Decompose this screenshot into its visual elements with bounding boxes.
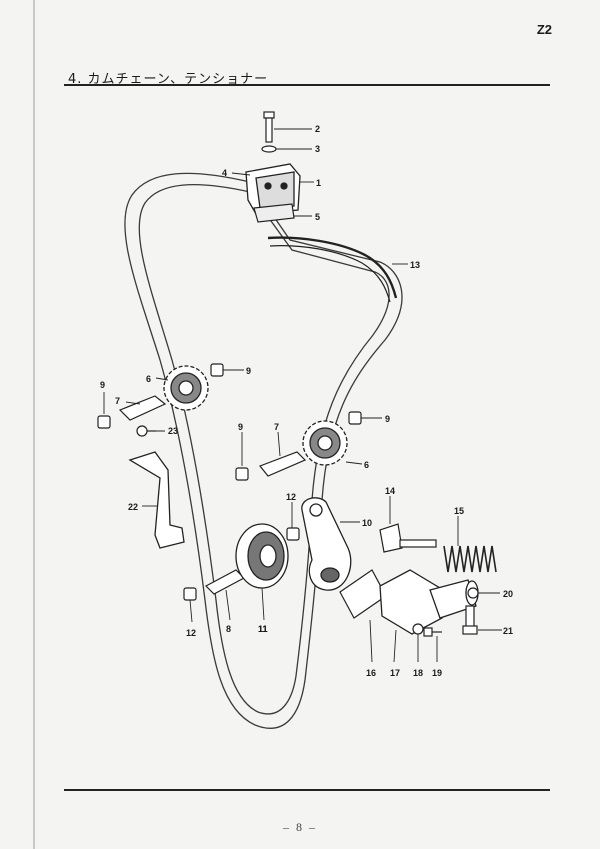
chain-guide-1 [245,163,301,215]
section-title: 4. カムチェーン、テンショナー [68,72,269,87]
callout-spring-15: 15 [454,506,464,516]
footer-rule [64,789,550,791]
page-code: Z2 [536,22,552,37]
header-rule [64,84,550,86]
damper-blocks [97,363,362,601]
callout-gasket-16: 16 [366,668,376,678]
leader-lines [103,128,502,663]
callout-damper-block-9: 9 [100,380,105,390]
push-rod-14 [379,523,437,553]
washer-18 [412,623,424,635]
callout-tensioner-arm-10: 10 [362,518,372,528]
chain-loop [124,172,403,729]
callout-guide-plate-5: 5 [315,212,320,222]
callout-damper-block-12: 12 [286,492,296,502]
callout-chain-guide-bracket-4: 4 [222,168,227,178]
callout-washer-3: 3 [315,144,320,154]
callout-bolt-2: 2 [315,124,320,134]
callout-washer-18: 18 [413,668,423,678]
callout-push-rod-14: 14 [385,486,395,496]
guide-bracket-22 [128,451,185,549]
tensioner-arm-10 [301,497,352,591]
callout-tensioner-body-17: 17 [390,668,400,678]
callout-damper-block-9: 9 [238,422,243,432]
cam-chain-13 [267,236,398,303]
page-number: – 8 – [283,820,317,834]
callout-chain-guide-shoe-7: 7 [274,422,279,432]
page-binding-line [33,0,35,849]
guide-plate-5 [253,203,295,223]
cam-sprocket-lower [302,420,348,466]
callout-cam-sprocket-6: 6 [364,460,369,470]
callout-lock-bolt-21: 21 [503,626,513,636]
callout-guide-bracket-22: 22 [128,502,138,512]
callout-damper-block-9: 9 [385,414,390,424]
callout-guide-shoe-8: 8 [226,624,231,634]
bolt-2 [263,111,275,143]
callout-idler-wheel-11: 11 [258,624,268,634]
callout-cam-chain-13: 13 [410,260,420,270]
callout-damper-block-9: 9 [246,366,251,376]
callout-cam-sprocket-6: 6 [146,374,151,384]
callout-chain-guide-1: 1 [316,178,321,188]
callout-damper-block-12: 12 [186,628,196,638]
bolt-19 [423,627,442,637]
callout-nut-20: 20 [503,589,513,599]
spring-15 [443,545,497,573]
bolt-21 [462,605,478,635]
washer-3 [261,145,277,153]
idler-wheel-11 [235,523,289,589]
nut-20 [467,587,479,599]
guide-shoes [118,395,307,595]
callout-idler-wheel-11: 11 [258,624,268,634]
callout-chain-guide-shoe-7: 7 [115,396,120,406]
callout-screw-23: 23 [168,426,178,436]
cam-sprocket-upper [163,365,209,411]
callout-bolt-19: 19 [432,668,442,678]
tensioner-body-17 [379,569,479,635]
